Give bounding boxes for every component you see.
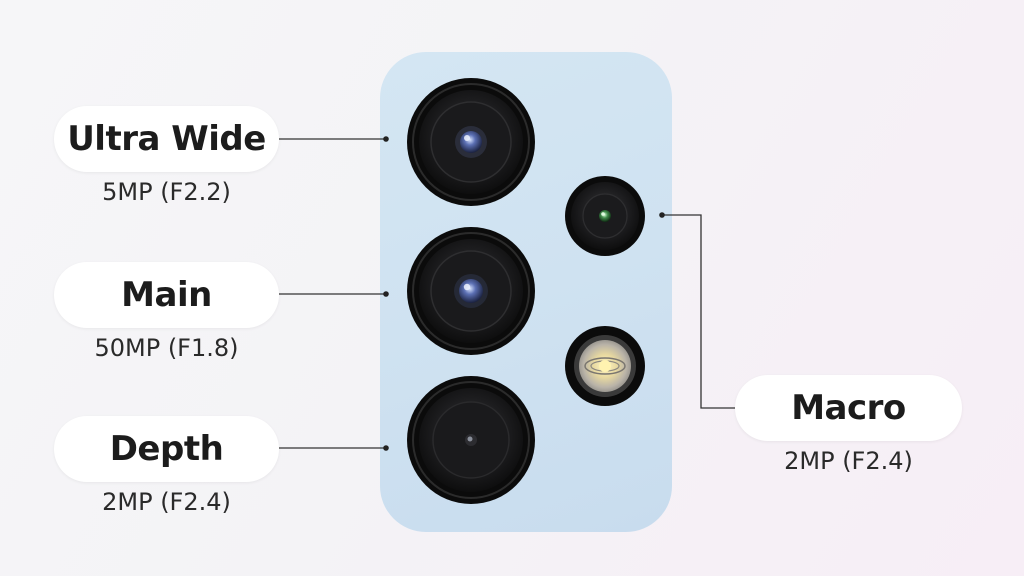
spec-macro: 2MP (F2.4): [784, 447, 913, 475]
camera-lens-icon: [407, 78, 535, 206]
connector-depth: [279, 445, 389, 451]
connector-macro: [659, 212, 735, 409]
label-main: Main: [54, 262, 279, 328]
label-macro: Macro: [735, 375, 962, 441]
spec-ultra-wide: 5MP (F2.2): [102, 178, 231, 206]
spec-depth: 2MP (F2.4): [102, 488, 231, 516]
flash-icon: [565, 326, 645, 406]
camera-lens-icon: [407, 227, 535, 355]
label-depth: Depth: [54, 416, 279, 482]
label-ultra-wide: Ultra Wide: [54, 106, 279, 172]
connector-ultra-wide: [279, 136, 389, 142]
spec-main: 50MP (F1.8): [94, 334, 239, 362]
camera-lens-icon: [407, 376, 535, 504]
camera-lens-icon: [565, 176, 645, 256]
connector-main: [279, 291, 389, 297]
